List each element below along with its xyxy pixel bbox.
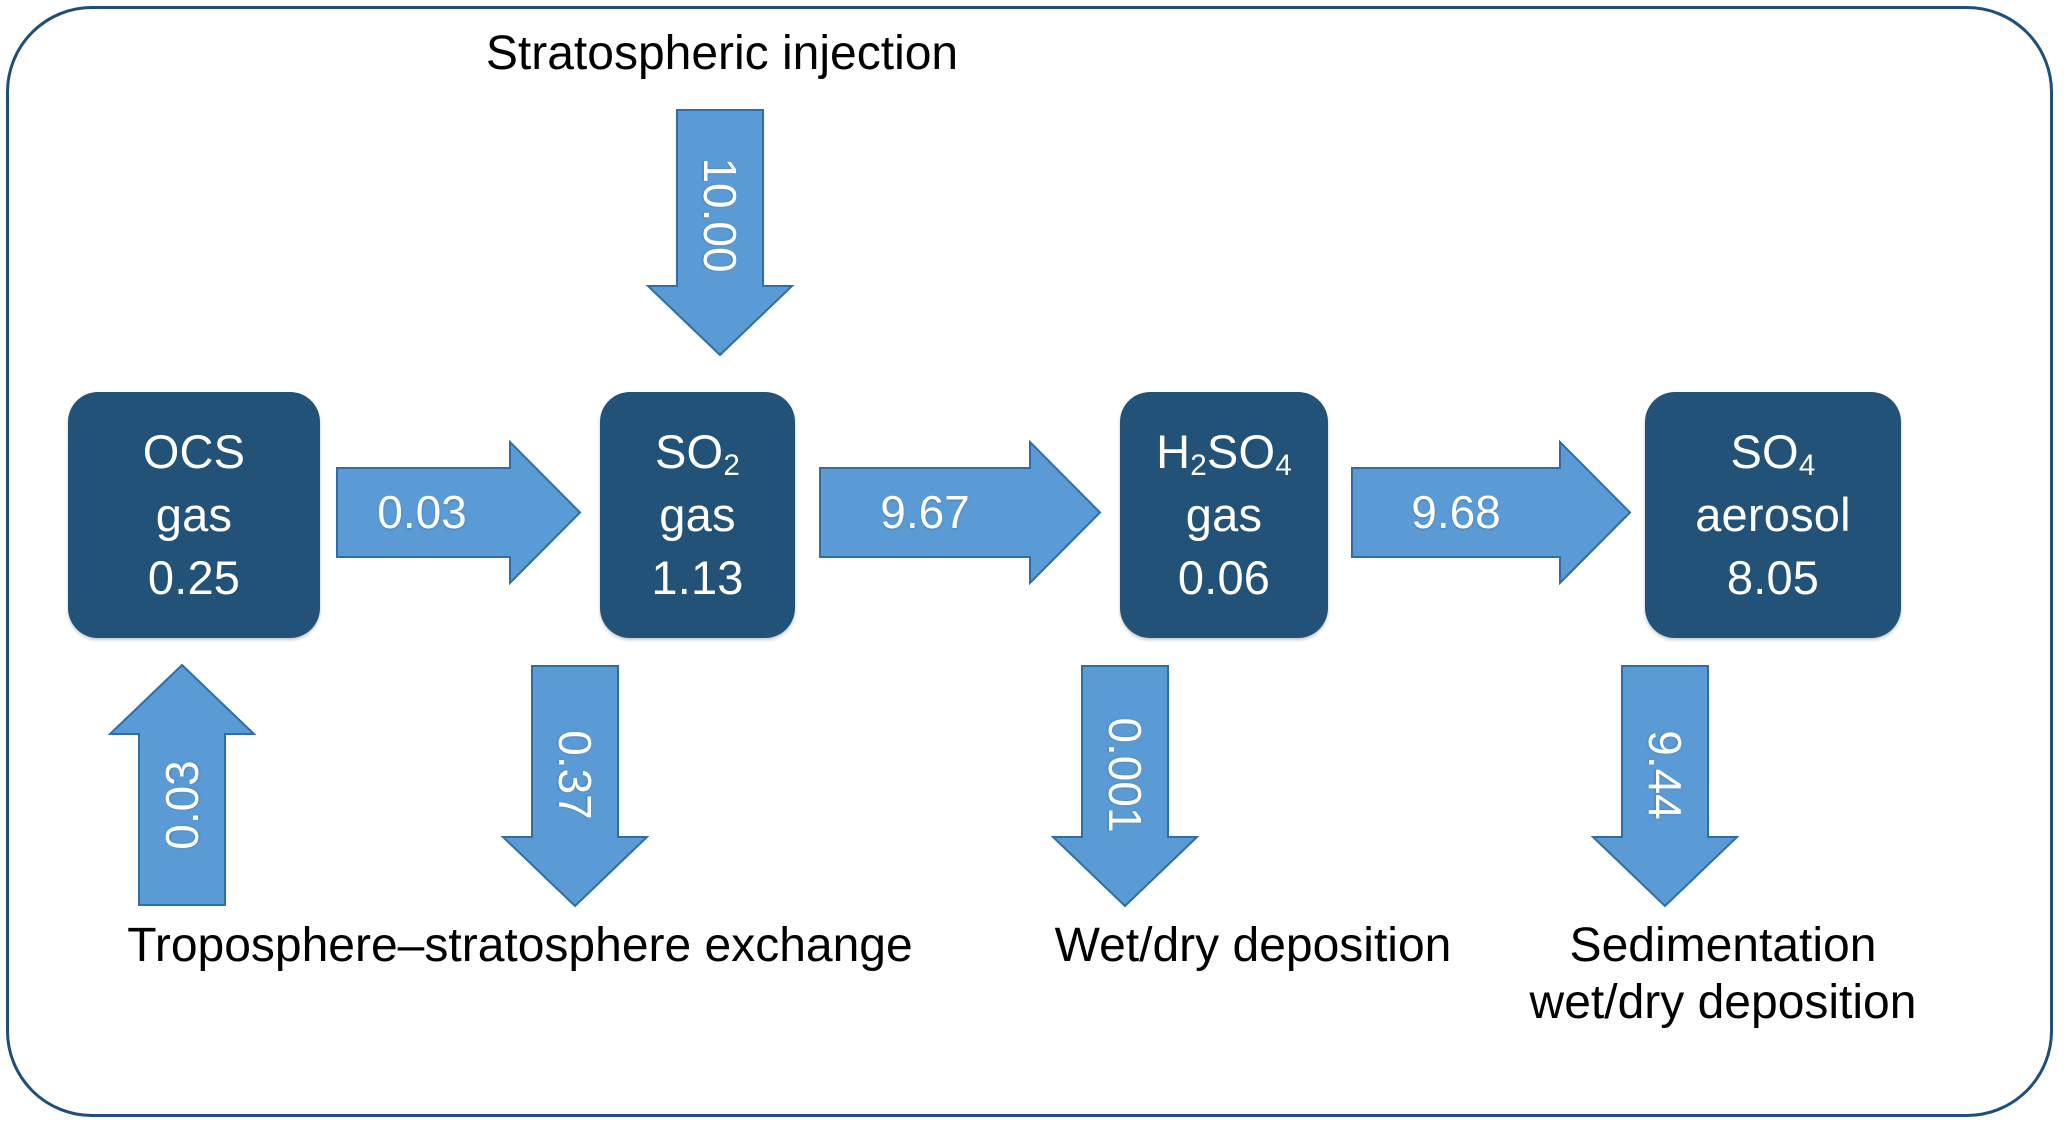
- arrow-h2so4-to-so4: [1351, 439, 1632, 586]
- box-h2so4-phase: gas: [1185, 488, 1263, 542]
- box-so2-subscript: 2: [723, 449, 740, 483]
- caption-troposphere-stratosphere-exchange: Troposphere–stratosphere exchange: [127, 919, 913, 972]
- arrow-label-so2-deposition: 0.37: [549, 730, 601, 820]
- arrow-label-h2so4-to-so4: 9.68: [1411, 486, 1501, 538]
- caption-sedimentation-line2: wet/dry deposition: [1529, 975, 1917, 1029]
- box-so4-aerosol: SO4 aerosol 8.05: [1645, 392, 1901, 638]
- box-so2: SO2 gas 1.13: [600, 392, 795, 638]
- box-ocs-phase: gas: [155, 488, 233, 542]
- box-so4-value: 8.05: [1726, 550, 1820, 604]
- arrow-so2-deposition: [500, 665, 650, 908]
- caption-sedimentation: Sedimentation wet/dry deposition: [1530, 918, 1917, 1031]
- box-ocs: OCS gas 0.25: [68, 392, 320, 638]
- box-h2so4-species: H2SO4: [1156, 425, 1292, 483]
- box-h2so4-value: 0.06: [1177, 550, 1271, 604]
- arrow-so4-sedimentation: [1590, 665, 1740, 908]
- arrow-so2-to-h2so4: [819, 439, 1102, 586]
- caption-sedimentation-line1: Sedimentation: [1569, 919, 1877, 972]
- caption-wet-dry-deposition: Wet/dry deposition: [1054, 919, 1452, 972]
- box-so2-value: 1.13: [651, 550, 744, 604]
- box-ocs-value: 0.25: [147, 550, 241, 604]
- caption-stratospheric-injection: Stratospheric injection: [485, 27, 959, 80]
- arrow-label-injection: 10.00: [694, 157, 746, 273]
- arrow-label-so4-sedimentation: 9.44: [1639, 730, 1691, 820]
- box-h2so4: H2SO4 gas 0.06: [1120, 392, 1328, 638]
- arrow-injection: [645, 109, 795, 357]
- arrow-label-h2so4-deposition: 0.001: [1099, 717, 1151, 833]
- arrow-ocs-to-so2: [336, 439, 582, 586]
- box-so4-phase: aerosol: [1695, 488, 1851, 542]
- arrow-label-so2-to-h2so4: 9.67: [880, 486, 970, 538]
- arrow-label-ocs-to-so2: 0.03: [377, 486, 467, 538]
- box-so4-species: SO4: [1730, 425, 1816, 483]
- arrow-troposphere-to-ocs: [107, 663, 257, 906]
- box-so2-phase: gas: [659, 488, 736, 542]
- box-ocs-species: OCS: [142, 425, 246, 479]
- figure-border: [6, 6, 2053, 1117]
- arrow-label-troposphere-to-ocs: 0.03: [156, 760, 208, 850]
- arrow-h2so4-deposition: [1050, 665, 1200, 908]
- box-so2-species: SO2: [655, 425, 740, 483]
